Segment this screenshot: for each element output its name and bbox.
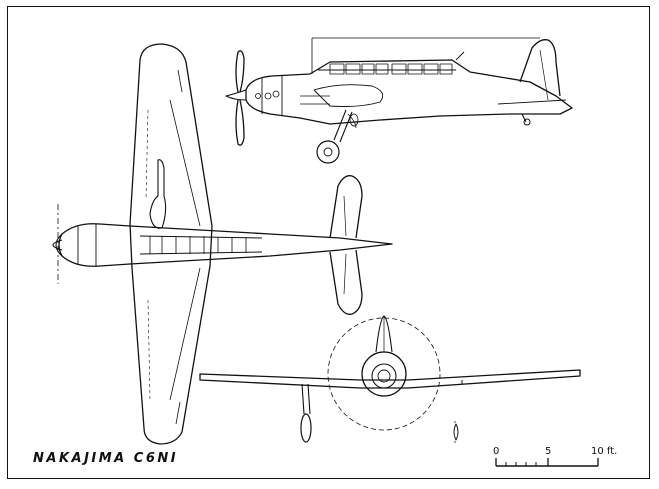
front-wing	[199, 369, 581, 389]
plan-fuselage	[58, 223, 393, 267]
front-view	[199, 315, 581, 443]
scale-label-5: 5	[545, 446, 552, 457]
scale-bar	[495, 458, 599, 467]
drawing-title: NAKAJIMA C6NI	[33, 451, 179, 466]
plan-view	[52, 43, 393, 445]
side-view	[225, 37, 573, 164]
side-tail-fin	[519, 39, 561, 97]
side-fuselage	[245, 59, 573, 125]
scale-label-10: 10 ft.	[591, 446, 618, 457]
plan-tailplane	[329, 175, 363, 315]
plan-wing	[129, 43, 213, 445]
drawing-border	[7, 6, 650, 479]
scale-label-0: 0	[493, 446, 500, 457]
side-propeller	[235, 50, 245, 146]
